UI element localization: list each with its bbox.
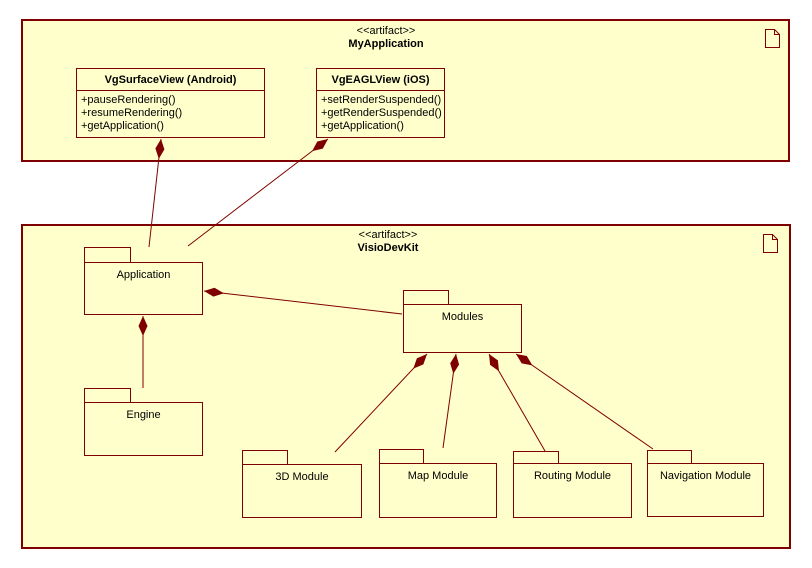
document-icon [763, 234, 778, 253]
package-body: Navigation Module [647, 463, 764, 517]
class-method-list: +setRenderSuspended()+getRenderSuspended… [317, 91, 444, 133]
class-method: +resumeRendering() [81, 107, 183, 119]
class-vgeaglview-ios: VgEAGLView (iOS)+setRenderSuspended()+ge… [316, 68, 445, 138]
package-body: Modules [403, 304, 522, 353]
class-vgsurfaceview-android: VgSurfaceView (Android)+pauseRendering()… [76, 68, 265, 138]
class-method: +setRenderSuspended() [321, 94, 442, 106]
artifact-label-myapplication: <<artifact>>MyApplication [236, 25, 536, 51]
artifact-stereotype: <<artifact>> [358, 229, 418, 241]
package-name: 3D Module [275, 471, 329, 483]
class-method: +getRenderSuspended() [321, 107, 442, 119]
package-name: Application [116, 269, 171, 281]
package-tab [242, 450, 288, 465]
artifact-name: MyApplication [348, 38, 424, 50]
package-tab [647, 450, 692, 464]
package-body: Routing Module [513, 463, 632, 518]
class-method: +pauseRendering() [81, 94, 176, 106]
package-body: Engine [84, 402, 203, 456]
package-tab [379, 449, 424, 464]
document-icon [765, 29, 780, 48]
package-tab [84, 388, 131, 403]
package-application: Application [84, 247, 203, 315]
package-tab [403, 290, 449, 305]
package-tab [84, 247, 131, 263]
package-navigation-module: Navigation Module [647, 450, 764, 517]
package-name: Routing Module [533, 470, 612, 482]
package-body: Map Module [379, 463, 497, 518]
package-name: Map Module [407, 470, 469, 482]
artifact-name: VisioDevKit [357, 242, 419, 254]
class-method-list: +pauseRendering()+resumeRendering()+getA… [77, 91, 264, 133]
package-body: Application [84, 262, 203, 315]
class-name: VgSurfaceView (Android) [77, 69, 264, 91]
package-3d-module: 3D Module [242, 450, 362, 518]
package-engine: Engine [84, 388, 203, 456]
class-method: +getApplication() [81, 120, 164, 132]
package-routing-module: Routing Module [513, 451, 632, 518]
package-name: Navigation Module [659, 470, 752, 482]
package-body: 3D Module [242, 464, 362, 518]
package-name: Engine [126, 409, 161, 421]
package-modules: Modules [403, 290, 522, 353]
package-name: Modules [441, 311, 484, 323]
package-map-module: Map Module [379, 449, 497, 518]
class-name: VgEAGLView (iOS) [317, 69, 444, 91]
artifact-stereotype: <<artifact>> [356, 25, 416, 37]
artifact-label-visiodevkit: <<artifact>>VisioDevKit [238, 229, 538, 255]
class-method: +getApplication() [321, 120, 404, 132]
